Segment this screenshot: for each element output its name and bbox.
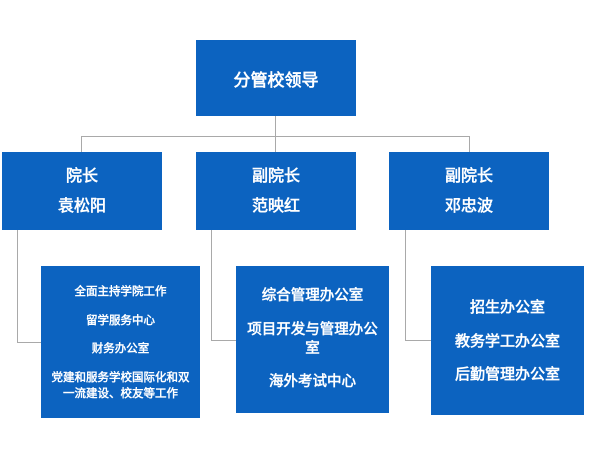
connector-root-down — [275, 116, 276, 137]
department-list-3: 招生办公室 教务学工办公室 后勤管理办公室 — [431, 266, 584, 415]
leader-name: 袁松阳 — [57, 196, 106, 215]
leader-node-vice-president-1: 副院长 范映红 — [196, 152, 356, 230]
connector-leader-1-right — [17, 342, 41, 343]
department-item: 项目开发与管理办公室 — [247, 321, 378, 357]
department-list-2: 综合管理办公室 项目开发与管理办公室 海外考试中心 — [236, 266, 389, 413]
department-item: 综合管理办公室 — [261, 287, 364, 304]
department-item: 全面主持学院工作 — [74, 283, 167, 298]
connector-leader-3-right — [405, 340, 431, 341]
connector-to-leader-3 — [469, 136, 470, 152]
root-label: 分管校领导 — [233, 70, 319, 91]
connector-to-leader-2 — [275, 136, 276, 152]
department-item: 招生办公室 — [469, 298, 545, 317]
connector-leader-2-right — [211, 340, 236, 341]
leader-name: 范映红 — [251, 196, 300, 215]
leader-node-vice-president-2: 副院长 邓忠波 — [389, 152, 549, 230]
department-item: 财务办公室 — [91, 341, 150, 356]
root-node: 分管校领导 — [196, 40, 356, 116]
connector-to-leader-1 — [81, 136, 82, 152]
leader-title: 院长 — [65, 166, 98, 185]
leader-title: 副院长 — [251, 166, 300, 185]
department-item: 留学服务中心 — [86, 312, 155, 327]
connector-leader-1-down — [17, 230, 18, 343]
leader-node-president: 院长 袁松阳 — [2, 152, 162, 230]
leader-name: 邓忠波 — [444, 196, 493, 215]
department-list-1: 全面主持学院工作 留学服务中心 财务办公室 党建和服务学校国际化和双一流建设、校… — [41, 266, 200, 418]
connector-leader-2-down — [211, 230, 212, 341]
department-item: 海外考试中心 — [269, 374, 356, 391]
department-item: 党建和服务学校国际化和双一流建设、校友等工作 — [51, 370, 190, 401]
leader-title: 副院长 — [444, 166, 493, 185]
department-item: 教务学工办公室 — [454, 331, 560, 350]
connector-leader-3-down — [405, 230, 406, 341]
department-item: 后勤管理办公室 — [454, 364, 560, 383]
